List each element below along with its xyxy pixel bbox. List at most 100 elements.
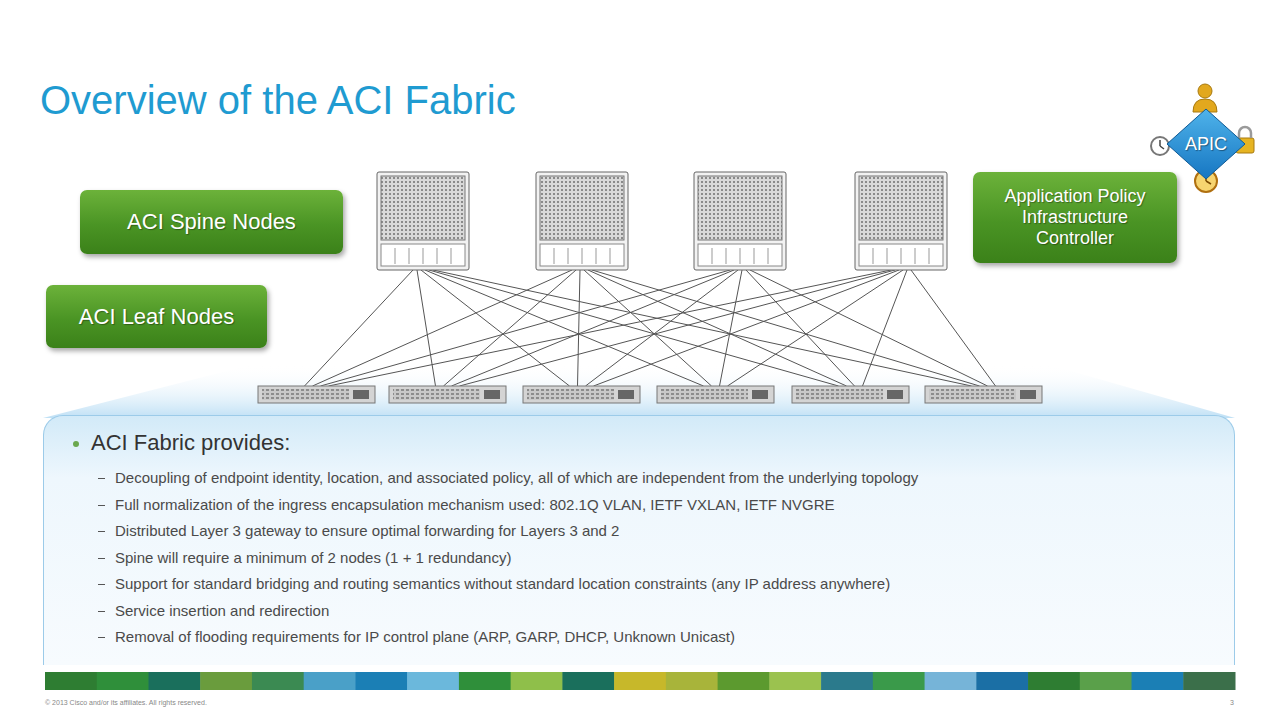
spine-slot [929, 248, 930, 264]
leaf-switch [925, 386, 1042, 403]
strip-segment [821, 672, 873, 690]
spine-slot [554, 248, 555, 264]
spine-vent [381, 176, 465, 240]
strip-segment [200, 672, 252, 690]
spine-vent [859, 176, 943, 240]
apic-text: APIC [1185, 134, 1227, 155]
leaf-uplinks [1020, 390, 1036, 399]
spine-slot [582, 248, 583, 264]
fabric-link [911, 270, 996, 386]
strip-segment [1183, 672, 1235, 690]
spine-slot [423, 248, 424, 264]
box-label: Application Policy Infrastructure Contro… [983, 186, 1167, 250]
bullet-dash [98, 531, 105, 532]
copyright-note: © 2013 Cisco and/or its affiliates. All … [45, 699, 207, 706]
leaf-uplinks [484, 390, 500, 399]
spine-slot [726, 248, 727, 264]
feature-item: Support for standard bridging and routin… [115, 575, 890, 592]
fabric-link [720, 270, 743, 386]
fabric-link [417, 270, 436, 386]
fabric-link [460, 270, 896, 386]
bullet-dash [98, 584, 105, 585]
fabric-link [863, 270, 908, 386]
color-strip [45, 672, 1236, 690]
strip-segment [1028, 672, 1080, 690]
diamond-outline [1167, 109, 1245, 179]
spine-linecards [381, 244, 465, 266]
panel-heading: ACI Fabric provides: [91, 430, 290, 456]
leaf-switches [258, 386, 1042, 403]
bullet-dash [98, 637, 105, 638]
feature-item: Full normalization of the ingress encaps… [115, 496, 834, 513]
spine-linecards [698, 244, 782, 266]
feature-item: Spine will require a minimum of 2 nodes … [115, 549, 511, 566]
fabric-link [578, 270, 581, 386]
fabric-link [444, 270, 577, 386]
feature-panel: ACI Fabric provides: Decoupling of endpoi… [43, 415, 1235, 665]
leaf-ports [527, 389, 614, 400]
slide-title: Overview of the ACI Fabric [40, 78, 516, 123]
strip-segment [873, 672, 925, 690]
leaf-label-box: ACI Leaf Nodes [46, 285, 267, 348]
leaf-uplinks [887, 390, 903, 399]
strip-segment [45, 672, 97, 690]
leaf-uplinks [353, 390, 369, 399]
spine-switch [694, 172, 786, 270]
leaf-uplinks [618, 390, 634, 399]
spine-slot [437, 248, 438, 264]
spine-slot [901, 248, 902, 264]
fabric-link [429, 270, 839, 386]
strip-segment [97, 672, 149, 690]
spine-switch [377, 172, 469, 270]
apic-diamond: APIC [1166, 108, 1246, 180]
strip-segment [666, 672, 718, 690]
feature-item: Decoupling of endpoint identity, locatio… [115, 469, 918, 486]
leaf-ports [393, 389, 480, 400]
leaf-switch [258, 386, 375, 403]
spine-slot [568, 248, 569, 264]
fabric-link [313, 270, 573, 386]
leaf-switch [523, 386, 640, 403]
strip-segment [459, 672, 511, 690]
box-label: ACI Spine Nodes [127, 209, 296, 235]
strip-segment [1080, 672, 1132, 690]
spine-slot [712, 248, 713, 264]
spine-switches [377, 172, 947, 270]
strip-segment [252, 672, 304, 690]
box-label: ACI Leaf Nodes [79, 304, 234, 330]
strip-segment [355, 672, 407, 690]
spine-slot [395, 248, 396, 264]
spine-switch [855, 172, 947, 270]
fabric-link [329, 270, 892, 386]
leaf-switch [389, 386, 506, 403]
spine-slot [596, 248, 597, 264]
leaf-switch [657, 386, 774, 403]
spine-slot [740, 248, 741, 264]
spine-slot [873, 248, 874, 264]
glow [43, 365, 1235, 418]
strip-segment [718, 672, 770, 690]
strip-segment [925, 672, 977, 690]
strip-segment [407, 672, 459, 690]
fabric-link [750, 270, 988, 386]
page-number: 3 [1230, 699, 1234, 706]
strip-segment [148, 672, 200, 690]
feature-item: Service insertion and redirection [115, 602, 329, 619]
bullet-dash [98, 505, 105, 506]
feature-item: Distributed Layer 3 gateway to ensure op… [115, 522, 619, 539]
spine-slot [409, 248, 410, 264]
spine-slot [887, 248, 888, 264]
fabric-links [305, 270, 996, 386]
fabric-link [728, 270, 904, 386]
spine-linecards [540, 244, 624, 266]
strip-segment [511, 672, 563, 690]
bullet-dash [98, 478, 105, 479]
leaf-switch [792, 386, 909, 403]
controller-label-box: Application Policy Infrastructure Contro… [973, 172, 1177, 263]
strip-segment [304, 672, 356, 690]
spine-slot [768, 248, 769, 264]
fabric-link [452, 270, 735, 386]
bullet-dash [98, 611, 105, 612]
spine-label-box: ACI Spine Nodes [80, 190, 343, 254]
